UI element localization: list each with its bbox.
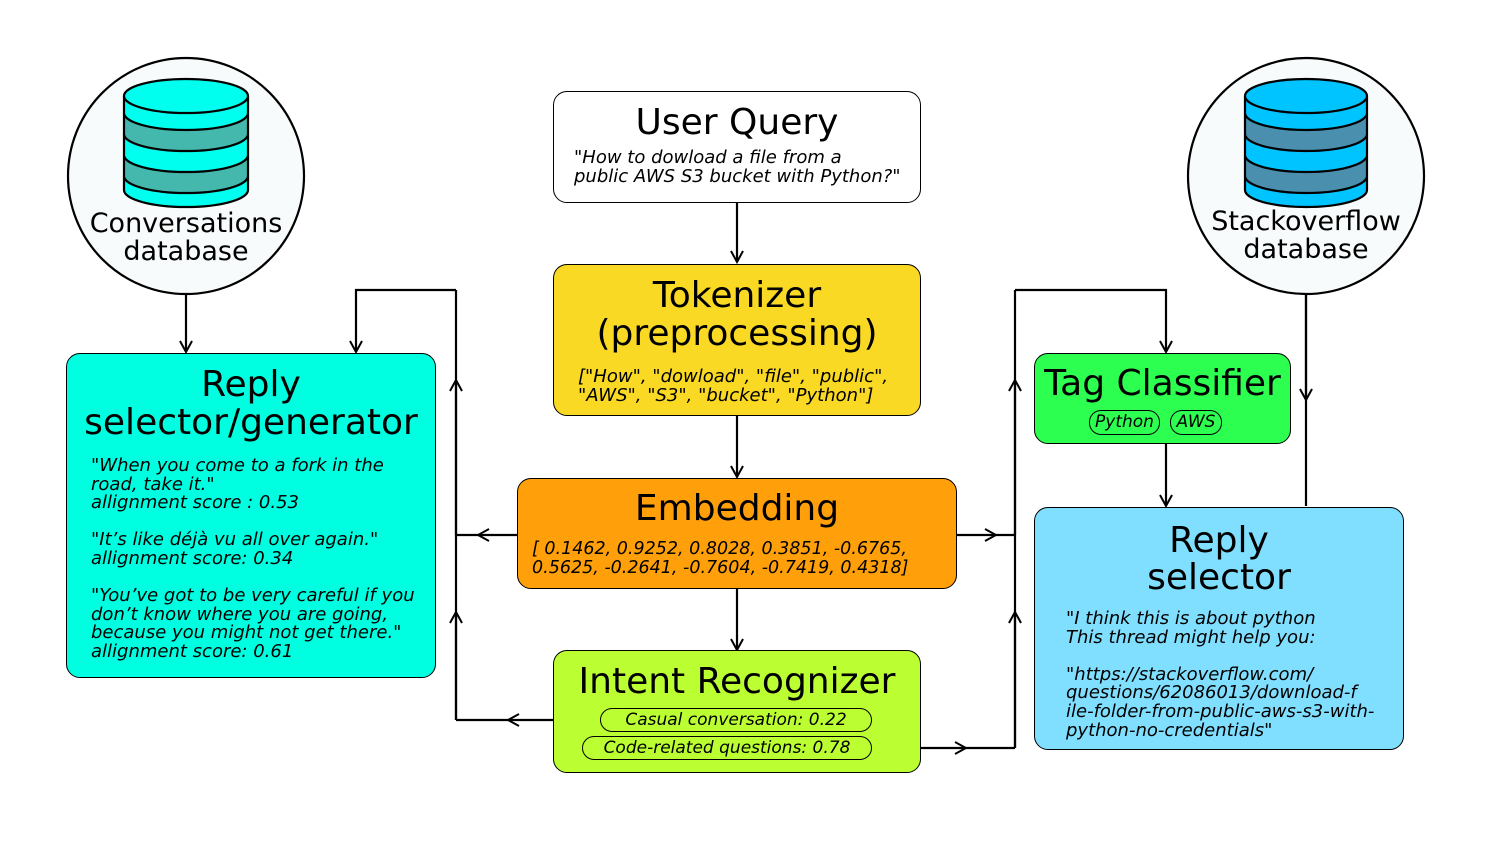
- user-query-text: "How to dowload a file from a public AWS…: [574, 147, 901, 187]
- conversations-db-label: Conversations database: [89, 208, 283, 267]
- reply-generator-title: Reply selector/generator: [84, 364, 418, 443]
- tag-python: Python: [1089, 410, 1160, 435]
- intent-recognizer-title: Intent Recognizer: [578, 661, 896, 702]
- tag-aws: AWS: [1170, 410, 1222, 435]
- conversations-database: [66, 56, 306, 296]
- reply-selector-box: Reply selector "I think this is about py…: [1034, 507, 1404, 750]
- intent-code-related: Code-related questions: 0.78: [582, 736, 872, 760]
- stackoverflow-database: [1186, 56, 1426, 296]
- intent-casual-conversation: Casual conversation: 0.22: [600, 708, 872, 732]
- reply-selector-text: "I think this is about python This threa…: [1066, 608, 1375, 741]
- reply-generator-box: Reply selector/generator "When you come …: [66, 353, 436, 678]
- tag-classifier-title: Tag Classifier: [1044, 363, 1281, 404]
- user-query-box: User Query "How to dowload a file from a…: [553, 91, 921, 203]
- user-query-title: User Query: [635, 102, 839, 143]
- tag-classifier-box: Tag Classifier: [1034, 353, 1291, 444]
- tokenizer-tokens: ["How", "dowload", "file", "public", "AW…: [578, 366, 889, 406]
- tokenizer-title: Tokenizer (preprocessing): [596, 275, 878, 354]
- embedding-title: Embedding: [634, 488, 840, 529]
- arrow-bus-to-generator: [356, 288, 456, 352]
- reply-candidate: "When you come to a fork in the road, ta…: [91, 455, 384, 514]
- embedding-box: Embedding [ 0.1462, 0.9252, 0.8028, 0.38…: [517, 478, 957, 589]
- reply-selector-title: Reply selector: [1147, 520, 1291, 598]
- reply-candidate: "You’ve got to be very careful if you do…: [91, 585, 415, 662]
- database-icon: [1243, 77, 1369, 209]
- reply-candidate: "It’s like déjà vu all over again." alli…: [91, 529, 379, 569]
- database-icon: [122, 77, 250, 209]
- arrow-bus-to-tagclassifier: [1015, 288, 1166, 352]
- stackoverflow-db-label: Stackoverflow database: [1211, 206, 1401, 265]
- embedding-vector: [ 0.1462, 0.9252, 0.8028, 0.3851, -0.676…: [532, 539, 909, 578]
- intent-recognizer-box: Intent Recognizer: [553, 650, 921, 773]
- tokenizer-box: Tokenizer (preprocessing) ["How", "dowlo…: [553, 264, 921, 416]
